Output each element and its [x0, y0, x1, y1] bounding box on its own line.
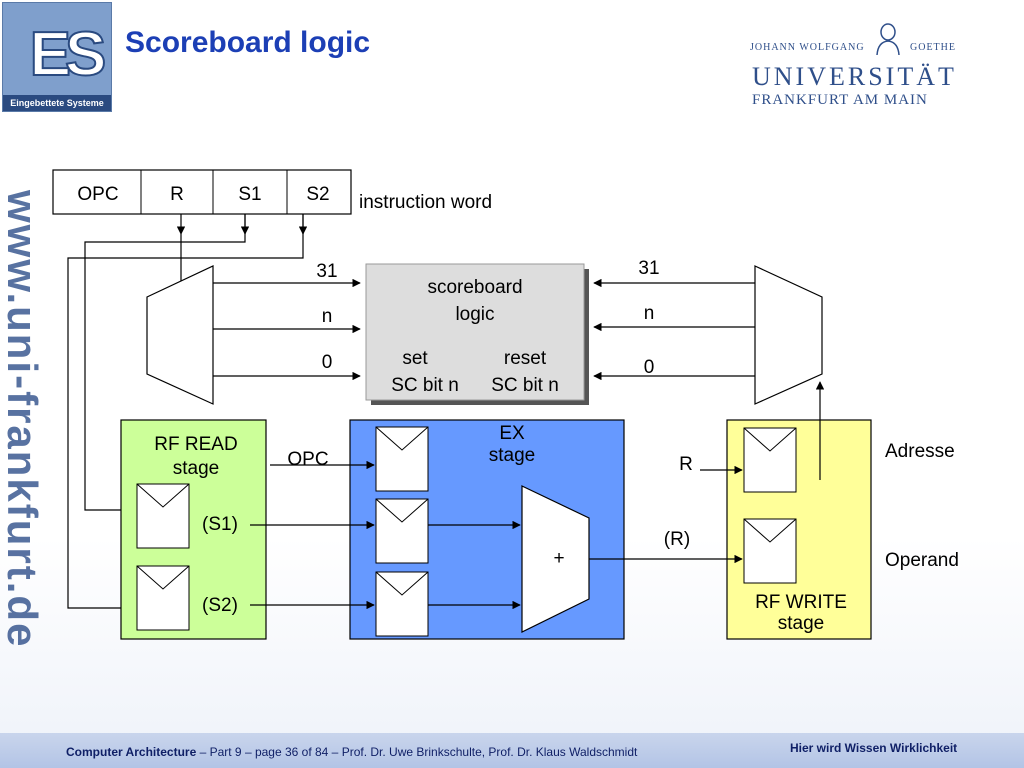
scoreboard-set2: SC bit n	[391, 375, 459, 396]
rf-read-line1: RF READ	[154, 434, 237, 455]
rf-read-s1-label: (S1)	[202, 514, 238, 535]
ex-register-s1	[375, 498, 429, 564]
watermark-url: www.uni-frankfurt.de	[0, 190, 46, 649]
instruction-wires	[67, 214, 308, 613]
es-logo: ES Eingebettete Systeme	[2, 2, 112, 112]
rf-write-line1: RF WRITE	[755, 592, 847, 613]
alu-adder	[521, 485, 590, 633]
left-label-31: 31	[316, 261, 337, 282]
scoreboard-reset2: SC bit n	[491, 375, 559, 396]
scoreboard-set1: set	[402, 348, 428, 369]
left-mux	[146, 265, 214, 405]
university-line1: JOHANN WOLFGANG	[750, 42, 865, 53]
footer-text: Computer Architecture – Part 9 – page 36…	[66, 745, 637, 759]
scoreboard-line2: logic	[455, 304, 494, 325]
rf-read-register-s1	[136, 483, 190, 549]
adresse-label: Adresse	[885, 441, 955, 462]
ex-opc-label: OPC	[287, 449, 328, 470]
instruction-word-label: instruction word	[359, 192, 492, 213]
rf-write-register-adresse	[743, 427, 797, 493]
slide-title: Scoreboard logic	[125, 26, 371, 59]
university-line2: UNIVERSITÄT	[752, 62, 957, 91]
university-line1b: GOETHE	[910, 42, 956, 53]
footer-rest: – Part 9 – page 36 of 84 – Prof. Dr. Uwe…	[196, 745, 638, 759]
right-mux	[754, 265, 823, 405]
logo-letters: ES	[29, 19, 108, 90]
rf-read-register-s2	[136, 565, 190, 631]
rf-write-register-operand	[743, 518, 797, 584]
right-label-31: 31	[638, 258, 659, 279]
scoreboard-reset1: reset	[504, 348, 547, 369]
ex-register-s2	[375, 571, 429, 637]
field-s1: S1	[238, 184, 261, 205]
ex-line1: EX	[499, 423, 525, 444]
rf-write-r-label: R	[679, 454, 693, 475]
ex-line2: stage	[489, 445, 535, 466]
datapath-wires	[250, 381, 825, 610]
rf-write-result-label: (R)	[664, 529, 690, 550]
scoreboard-box	[365, 263, 585, 401]
footer-course: Computer Architecture	[66, 745, 197, 759]
field-opc: OPC	[77, 184, 118, 205]
right-label-n: n	[644, 303, 655, 324]
footer-bar: Computer Architecture – Part 9 – page 36…	[0, 733, 1024, 768]
instruction-word: OPC R S1 S2	[52, 169, 352, 215]
alu-symbol: +	[553, 548, 564, 569]
goethe-bust-icon	[876, 23, 900, 56]
operand-label: Operand	[885, 550, 959, 571]
university-line3: FRANKFURT AM MAIN	[752, 92, 928, 108]
field-r: R	[170, 184, 184, 205]
rf-read-s2-label: (S2)	[202, 595, 238, 616]
right-label-0: 0	[644, 357, 655, 378]
ex-register-opc	[375, 426, 429, 492]
rf-read-line2: stage	[173, 458, 219, 479]
left-label-0: 0	[322, 352, 333, 373]
logo-caption: Eingebettete Systeme	[3, 95, 111, 111]
rf-write-line2: stage	[778, 613, 824, 634]
left-label-n: n	[322, 306, 333, 327]
scoreboard-line1: scoreboard	[427, 277, 522, 298]
field-s2: S2	[306, 184, 329, 205]
footer-slogan: Hier wird Wissen Wirklichkeit	[790, 741, 958, 755]
